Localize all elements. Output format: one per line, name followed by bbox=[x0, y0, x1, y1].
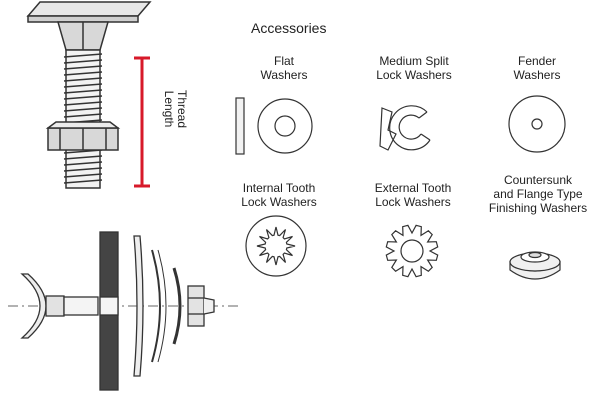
washer-label-line: and Flange Type bbox=[493, 187, 583, 201]
thread-length-label: Thread Length bbox=[162, 90, 189, 129]
flat-washer-illustration bbox=[235, 97, 313, 155]
exploded-assembly-illustration bbox=[8, 231, 238, 391]
countersunk-washer-illustration bbox=[509, 251, 561, 280]
washer-label-line: Medium Split bbox=[379, 54, 449, 68]
washer-label-line: Fender bbox=[517, 54, 557, 68]
external-tooth-washer-illustration bbox=[385, 224, 439, 278]
washer-label-line: Internal Tooth bbox=[242, 181, 316, 195]
washer-label-fender: Fender Washers bbox=[487, 54, 587, 82]
accessories-heading: Accessories bbox=[251, 20, 327, 36]
washer-label-line: Lock Washers bbox=[376, 68, 452, 82]
washer-label-external-tooth: External Tooth Lock Washers bbox=[358, 181, 468, 209]
washer-label-line: Countersunk bbox=[503, 173, 573, 187]
thread-length-indicator bbox=[134, 56, 150, 188]
washer-label-flat: Flat Washers bbox=[229, 54, 339, 82]
carriage-bolt-illustration bbox=[26, 1, 152, 189]
washer-label-countersunk: Countersunk and Flange Type Finishing Wa… bbox=[478, 173, 598, 215]
washer-label-line: External Tooth bbox=[374, 181, 452, 195]
washer-label-line: Lock Washers bbox=[375, 195, 451, 209]
split-lock-washer-illustration bbox=[379, 105, 431, 151]
internal-tooth-washer-illustration bbox=[245, 215, 307, 277]
fender-washer-illustration bbox=[508, 95, 566, 153]
thread-length-label-line2: Length bbox=[162, 90, 176, 128]
washer-label-line: Washers bbox=[513, 68, 561, 82]
washer-label-line: Washers bbox=[260, 68, 308, 82]
washer-label-line: Lock Washers bbox=[241, 195, 317, 209]
washer-label-internal-tooth: Internal Tooth Lock Washers bbox=[224, 181, 334, 209]
washer-label-split-lock: Medium Split Lock Washers bbox=[354, 54, 474, 82]
washer-label-line: Flat bbox=[273, 54, 294, 68]
thread-length-label-line1: Thread bbox=[175, 90, 189, 129]
washer-label-line: Finishing Washers bbox=[488, 201, 588, 215]
